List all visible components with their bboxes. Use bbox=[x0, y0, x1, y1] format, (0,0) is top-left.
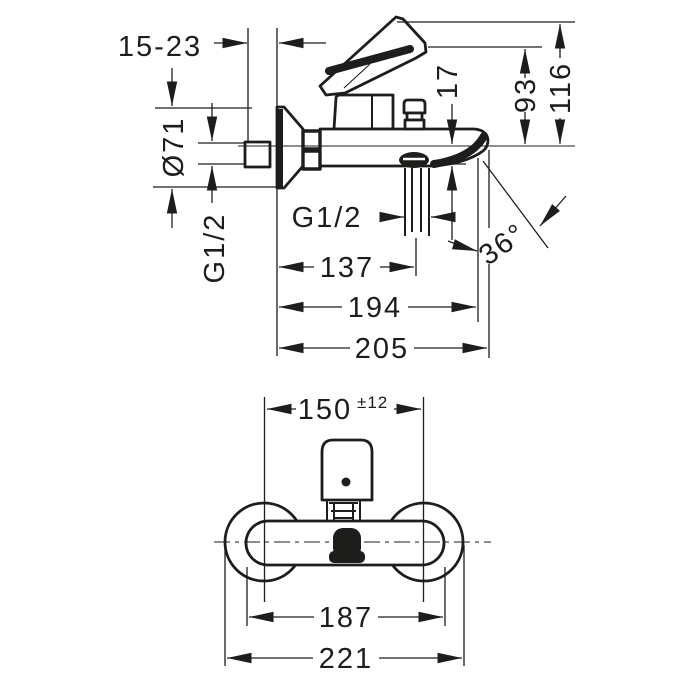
dim-body-width-label: 187 bbox=[319, 602, 373, 634]
handle-neck bbox=[326, 500, 361, 522]
dim-total-projection: 205 bbox=[279, 333, 487, 365]
spout-inner-curve bbox=[430, 132, 488, 168]
ring-nut-upper bbox=[301, 129, 322, 151]
front-view: 150 ±12 187 221 bbox=[214, 393, 491, 675]
lever-handle-band bbox=[325, 45, 414, 75]
dim-body-width: 187 bbox=[246, 567, 446, 634]
diverter-knob-base bbox=[403, 118, 426, 131]
dim-outlet-distance-label: 137 bbox=[320, 252, 374, 284]
lever-handle-edge bbox=[343, 63, 371, 89]
dim-spout-angle: 36° bbox=[447, 195, 567, 272]
dim-connection-tolerance-label: ±12 bbox=[357, 393, 388, 412]
dim-spout-reach: 194 bbox=[279, 292, 476, 324]
dim-escutcheon-diameter: Ø71 bbox=[158, 68, 190, 228]
dim-height-116: 116 bbox=[545, 24, 577, 144]
handle-base-dome bbox=[332, 93, 395, 131]
dim-outlet-thread: G1/2 bbox=[292, 202, 456, 234]
dim-total-projection-label: 205 bbox=[355, 333, 409, 365]
dim-wall-depth-label: 15-23 bbox=[118, 31, 202, 63]
dim-total-width: 221 bbox=[224, 545, 465, 675]
dim-outlet-distance: 137 bbox=[279, 252, 414, 284]
dim-wall-depth: 15-23 bbox=[118, 31, 326, 63]
dim-wall-thread-label: G1/2 bbox=[199, 213, 231, 284]
spout-angle-line bbox=[482, 160, 549, 249]
dim-spout-drop-label: 17 bbox=[432, 63, 464, 99]
spout-front bbox=[329, 528, 365, 563]
dim-outlet-thread-label: G1/2 bbox=[292, 202, 363, 234]
front-view-faucet-drawing bbox=[214, 397, 491, 602]
dim-spout-angle-label: 36° bbox=[473, 217, 532, 272]
dim-height-93: 93 bbox=[510, 49, 542, 144]
dim-total-width-label: 221 bbox=[319, 643, 373, 675]
dim-escutcheon-diameter-label: Ø71 bbox=[158, 117, 190, 178]
side-view-extension-lines bbox=[153, 21, 575, 358]
side-view: 15-23 Ø71 G1/2 17 93 bbox=[118, 15, 577, 365]
handle-indicator-dot bbox=[341, 477, 351, 487]
dim-connection-distance-label: 150 bbox=[298, 394, 352, 426]
ring-nut-lower bbox=[301, 149, 322, 171]
escutcheon-rim bbox=[277, 109, 283, 187]
dim-spout-drop: 17 bbox=[432, 63, 464, 240]
dim-wall-thread: G1/2 bbox=[199, 103, 231, 283]
dim-height-93-label: 93 bbox=[510, 77, 542, 113]
handle-front bbox=[320, 438, 374, 502]
diverter-knob-cap bbox=[402, 98, 427, 115]
dim-connection-distance: 150 ±12 bbox=[267, 393, 421, 426]
hose-nipple bbox=[404, 168, 430, 236]
dim-height-116-label: 116 bbox=[545, 62, 577, 114]
dim-spout-reach-label: 194 bbox=[348, 292, 402, 324]
